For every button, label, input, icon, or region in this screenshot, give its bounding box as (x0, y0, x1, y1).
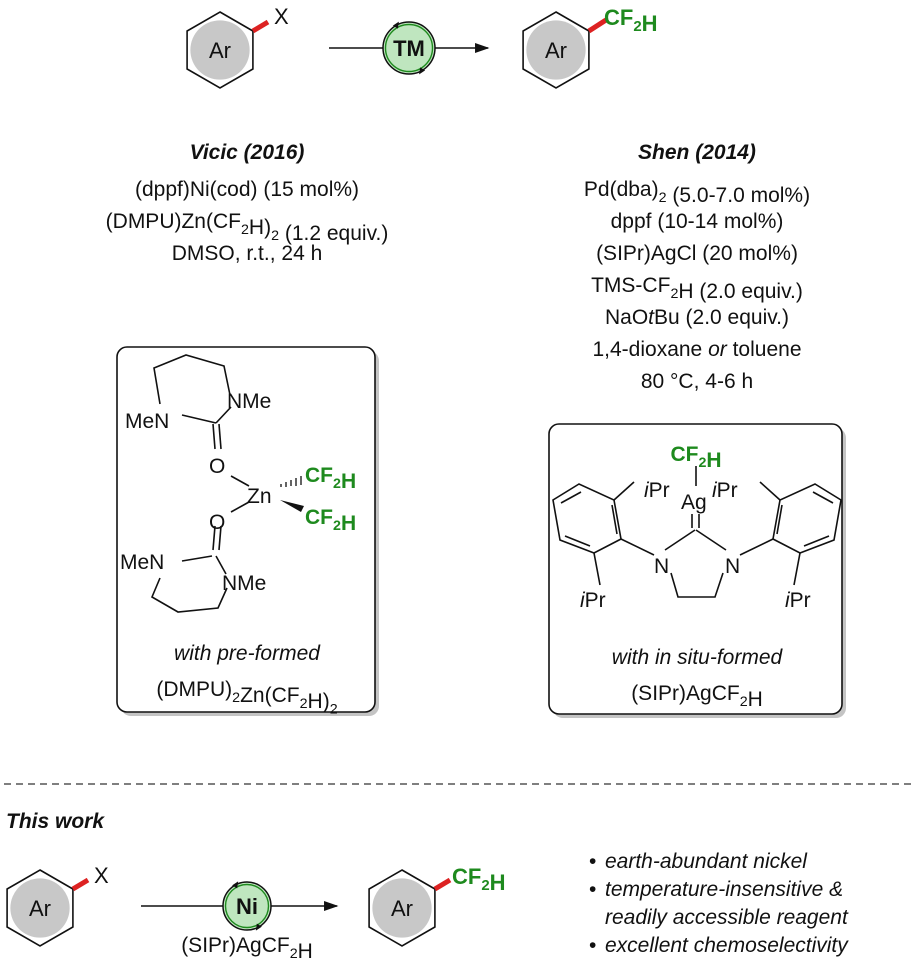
top-cycle-arrow-icon (392, 21, 399, 29)
shen-condition-line: NaOtBu (2.0 equiv.) (605, 306, 789, 329)
top-substrate-highlighted-bond (251, 19, 270, 34)
label-o-bottom: O (209, 511, 225, 534)
top-catalyst-cycle: TM (382, 21, 436, 75)
vicic-heading: Vicic (2016) (190, 141, 305, 164)
tw-leaving-group-x: X (94, 863, 109, 888)
zn-cf2h-lower: CF2H (305, 506, 356, 535)
shen-condition-line: dppf (10-14 mol%) (611, 210, 784, 233)
label-o-top: O (209, 455, 225, 478)
top-substrate-benzene-ring (186, 11, 254, 89)
zn-cf2h-label: CF2H (305, 464, 356, 493)
vicic-conditions: (dppf)Ni(cod) (15 mol%) (DMPU)Zn(CF2H)2 (… (106, 178, 389, 265)
label-men-bottom: MeN (120, 551, 164, 574)
bullet-icon: • (589, 934, 596, 957)
sipr-ag-structure (552, 466, 842, 598)
this-work-product: Ar CF2H (368, 864, 506, 947)
advantage-item: readily accessible reagent (605, 906, 849, 929)
shen-caption-formula-text: (SIPr)AgCF2H (631, 682, 763, 711)
zn-dmpu-structure (150, 354, 250, 613)
top-substrate-ar-circle (190, 20, 250, 80)
top-substrate: Ar X (186, 4, 289, 89)
shen-caption-formula: (SIPr)AgCF2H (631, 682, 763, 711)
top-catalyst-label: TM (393, 36, 425, 61)
this-work-reagent: (SIPr)AgCF2H (181, 934, 313, 963)
shen-conditions: Pd(dba)2 (5.0-7.0 mol%) dppf (10-14 mol%)… (584, 178, 810, 393)
vicic-condition-line: DMSO, r.t., 24 h (172, 242, 323, 265)
ag-cf2h-label: CF2H (670, 443, 721, 472)
shen-caption-italic: with in situ-formed (612, 646, 784, 669)
zn-cf2h-label: CF2H (305, 506, 356, 535)
bullet-icon: • (589, 878, 596, 901)
zn-cf2h-upper: CF2H (305, 464, 356, 493)
bullet-icon: • (589, 850, 596, 873)
shen-condition-line: (SIPr)AgCl (20 mol%) (596, 242, 798, 265)
shen-condition-line: Pd(dba)2 (5.0-7.0 mol%) (584, 178, 810, 207)
advantage-item: excellent chemoselectivity (605, 934, 849, 957)
tw-cycle-arrow-icon (232, 881, 239, 889)
top-product-cf2h: CF2H (604, 5, 658, 36)
top-leaving-group-x: X (274, 4, 289, 29)
ipr-groups: iPr iPr iPr iPr (580, 479, 811, 612)
vicic-caption-formula-text: (DMPU)2Zn(CF2H)2 (156, 678, 337, 718)
top-product-ar-circle (526, 20, 586, 80)
label-nme-bottom: NMe (222, 572, 266, 595)
label-men-top: MeN (125, 410, 169, 433)
ipr-label-4: iPr (785, 589, 811, 612)
top-cycle-arrow-icon (419, 67, 426, 75)
vicic-reagent-box (116, 346, 379, 716)
tw-product-ar-circle (372, 878, 432, 938)
vicic-condition-line: (DMPU)Zn(CF2H)2 (1.2 equiv.) (106, 210, 389, 245)
tw-product-ar-label: Ar (391, 896, 413, 921)
top-cycle-circle (382, 21, 436, 75)
tw-catalyst-label: Ni (236, 894, 258, 919)
label-zn: Zn (247, 485, 272, 508)
zn-wedge-bonds (280, 476, 304, 512)
label-n-left: N (654, 555, 669, 578)
advantages-list: • earth-abundant nickel • temperature-insen… (589, 850, 849, 957)
ag-cf2h: CF2H (670, 443, 721, 472)
ipr-label-1: iPr (644, 479, 670, 502)
top-product-ar-label: Ar (545, 38, 567, 63)
tw-substrate-ar-label: Ar (29, 896, 51, 921)
this-work-heading: This work (6, 810, 105, 833)
shen-condition-line: 1,4-dioxane or toluene (592, 338, 801, 361)
vicic-caption-italic: with pre-formed (174, 642, 321, 665)
tw-reagent-text: (SIPr)AgCF2H (181, 934, 313, 963)
top-product: Ar CF2H (522, 5, 658, 89)
tw-product-highlighted-bond (433, 877, 452, 892)
tw-cycle-circle (222, 881, 272, 931)
shen-reagent-box (548, 423, 846, 718)
shen-condition-line: TMS-CF2H (2.0 equiv.) (591, 274, 803, 303)
advantage-item: temperature-insensitive & (605, 878, 843, 901)
shen-condition-line: 80 °C, 4-6 h (641, 370, 753, 393)
tw-substrate-ar-circle (10, 878, 70, 938)
ipr-label-3: iPr (580, 589, 606, 612)
tw-cycle-arrow-icon (255, 923, 262, 931)
vicic-condition-line: (dppf)Ni(cod) (15 mol%) (135, 178, 359, 201)
vicic-caption-formula: (DMPU)2Zn(CF2H)2 (156, 678, 337, 718)
advantage-item: earth-abundant nickel (605, 850, 808, 873)
this-work-substrate: Ar X (6, 863, 109, 947)
top-product-highlighted-bond (587, 17, 608, 34)
label-n-right: N (725, 555, 740, 578)
label-nme-top: NMe (227, 390, 271, 413)
this-work-catalyst-cycle: Ni (222, 881, 272, 931)
ipr-label-2: iPr (712, 479, 738, 502)
tw-substrate-highlighted-bond (71, 877, 90, 892)
tw-product-cf2h: CF2H (452, 864, 506, 895)
shen-heading: Shen (2014) (638, 141, 756, 164)
top-substrate-ar-label: Ar (209, 38, 231, 63)
label-ag: Ag (681, 491, 707, 514)
